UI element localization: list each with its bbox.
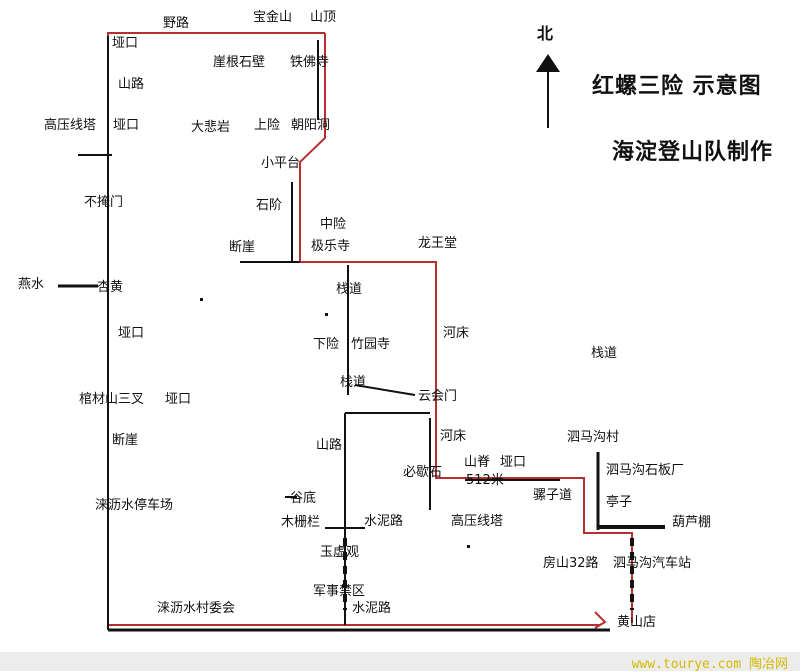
label-shanlu-2: 山路 xyxy=(316,438,343,453)
dashed-roads xyxy=(343,538,634,610)
label-yakou-2: 垭口 xyxy=(113,118,140,133)
label-bixieshi: 必歇石 xyxy=(403,465,443,480)
label-hechuang-2: 河床 xyxy=(440,429,467,444)
label-fangshan-32: 房山32路 xyxy=(543,556,599,571)
label-zhongxian: 中险 xyxy=(320,217,347,232)
label-muzhalan: 木栅栏 xyxy=(281,515,321,530)
label-zhuyuansi: 竹园寺 xyxy=(351,337,391,352)
label-luozidao: 骡子道 xyxy=(533,488,573,503)
label-tiefosi: 铁佛寺 xyxy=(290,55,330,70)
label-512m: 512米 xyxy=(466,473,504,488)
label-hulupeng: 葫芦棚 xyxy=(672,515,712,530)
footer-watermark: www.tourye.com 陶冶网 xyxy=(631,657,788,672)
label-shangxian: 上险 xyxy=(254,118,281,133)
label-guancai: 棺材山三叉 xyxy=(79,392,145,407)
route-end-arrow xyxy=(594,611,607,629)
label-yakou-4: 垭口 xyxy=(165,392,192,407)
label-xiaxian: 下险 xyxy=(313,337,340,352)
label-yelu: 野路 xyxy=(163,16,190,31)
label-baojinshan: 宝金山 xyxy=(253,10,293,25)
label-yakou-5: 垭口 xyxy=(500,455,527,470)
label-shanding: 山顶 xyxy=(310,10,337,25)
label-buyanmen: 不掩门 xyxy=(84,195,124,210)
label-huangshandian: 黄山店 xyxy=(617,615,657,630)
label-gaoya-1: 高压线塔 xyxy=(44,118,97,133)
road-lines xyxy=(58,36,665,632)
north-label: 北 xyxy=(537,24,554,43)
label-zhandao-1: 栈道 xyxy=(336,282,363,297)
label-simagou-bus-station: 泗马沟汽车站 xyxy=(613,556,692,571)
label-shijie: 石阶 xyxy=(256,198,283,213)
label-zhandao-2: 栈道 xyxy=(591,346,618,361)
label-simagoucun: 泗马沟村 xyxy=(567,430,620,445)
label-shanji: 山脊 xyxy=(464,455,491,470)
label-jilesi: 极乐寺 xyxy=(311,239,351,254)
label-shanlu-1: 山路 xyxy=(118,77,145,92)
label-lishui-village-committee: 涞沥水村委会 xyxy=(157,601,236,616)
label-chaoyangdong: 朝阳洞 xyxy=(291,118,331,133)
label-yanshui: 燕水 xyxy=(18,277,45,292)
label-dabeiyan: 大悲岩 xyxy=(191,120,231,135)
route-lines xyxy=(107,32,633,629)
label-longwangtang: 龙王堂 xyxy=(418,236,458,251)
label-junshijinqu: 军事禁区 xyxy=(313,584,366,599)
label-lishui-parking: 涞沥水停车场 xyxy=(95,498,174,513)
label-shuinilu-1: 水泥路 xyxy=(364,514,404,529)
label-shibanchang: 泗马沟石板厂 xyxy=(606,463,685,478)
footer-bar: www.tourye.com 陶冶网 xyxy=(0,652,800,672)
label-hechuang-1: 河床 xyxy=(443,326,470,341)
north-arrow-head xyxy=(536,54,560,72)
route-west-loop xyxy=(107,32,600,626)
label-duanya-1: 断崖 xyxy=(229,240,256,255)
label-duanya-2: 断崖 xyxy=(112,433,139,448)
label-yagenshibi: 崖根石壁 xyxy=(213,55,266,70)
label-yakou-3: 垭口 xyxy=(118,326,145,341)
label-tingzi: 亭子 xyxy=(606,495,633,510)
label-gudi: 谷底 xyxy=(290,491,317,506)
map-subtitle: 海淀登山队制作 xyxy=(612,140,774,165)
label-xinghuang: 杏黄 xyxy=(97,280,124,295)
label-yunhuimen: 云会门 xyxy=(418,389,458,404)
label-yuxuguan: 玉虚观 xyxy=(320,545,360,560)
label-xiaopingtai: 小平台 xyxy=(261,156,301,171)
label-gaoya-2: 高压线塔 xyxy=(451,514,504,529)
route-east-descent xyxy=(299,33,633,623)
label-shuinilu-2: 水泥路 xyxy=(352,601,392,616)
label-yakou-1: 垭口 xyxy=(112,36,139,51)
label-zhandao-3: 栈道 xyxy=(340,375,367,390)
map-title: 红螺三险 示意图 xyxy=(592,74,762,99)
